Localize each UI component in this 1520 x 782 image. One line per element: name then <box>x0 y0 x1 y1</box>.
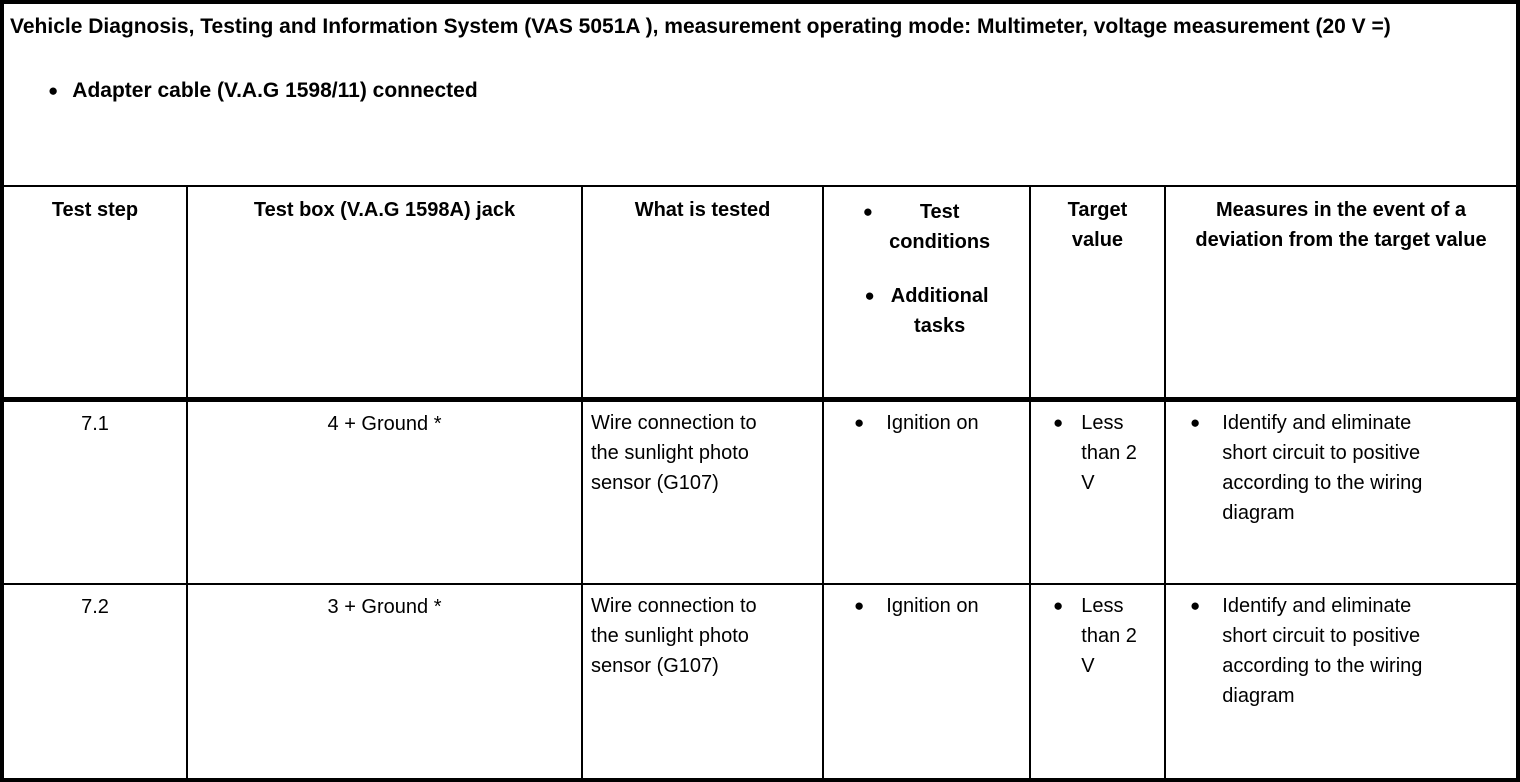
condition-text: Ignition on <box>886 595 979 618</box>
header-measures: Measures in the event of a deviation fro… <box>1164 185 1516 402</box>
bullet-icon: ● <box>1053 596 1064 616</box>
header-what-tested: What is tested <box>581 185 824 402</box>
target-text: Less than 2 V <box>1081 411 1137 494</box>
bullet-icon: ● <box>864 286 875 305</box>
intro-block: Vehicle Diagnosis, Testing and Informati… <box>4 4 1516 185</box>
bullet-icon: ● <box>1190 596 1201 616</box>
cell-conditions: ● Ignition on <box>822 397 1031 586</box>
cell-target-value: ● Less than 2 V <box>1029 583 1166 778</box>
header-test-step-label: Test step <box>51 199 139 221</box>
measure-text: Identify and eliminate short circuit to … <box>1222 411 1423 524</box>
target-item: ● Less than 2 V <box>1031 585 1164 681</box>
what-tested-value: Wire connection to the sunlight photo se… <box>591 595 757 678</box>
measure-item: ● Identify and eliminate short circuit t… <box>1166 585 1516 711</box>
header-what-tested-label: What is tested <box>634 199 771 221</box>
what-tested-value: Wire connection to the sunlight photo se… <box>591 411 757 494</box>
bullet-icon: ● <box>48 81 59 100</box>
target-item: ● Less than 2 V <box>1031 402 1164 498</box>
table-row: 7.1 4 + Ground * Wire connection to the … <box>4 397 1516 586</box>
intro-note-text: Adapter cable (V.A.G 1598/11) connected <box>72 79 478 102</box>
bullet-icon: ● <box>854 596 865 616</box>
measure-text: Identify and eliminate short circuit to … <box>1222 595 1423 708</box>
header-conditions-label: Test conditions <box>889 201 991 253</box>
header-additional-tasks-item: ● Additional tasks <box>824 281 1029 341</box>
test-table: Test step Test box (V.A.G 1598A) jack Wh… <box>4 185 1516 778</box>
header-conditions-item: ● Test conditions <box>824 197 1029 257</box>
cell-test-step: 7.2 <box>4 583 188 778</box>
intro-note: ● Adapter cable (V.A.G 1598/11) connecte… <box>10 76 1510 106</box>
measure-item: ● Identify and eliminate short circuit t… <box>1166 402 1516 528</box>
header-test-box-label: Test box (V.A.G 1598A) jack <box>253 199 516 221</box>
jack-value: 3 + Ground * <box>327 596 442 619</box>
header-target-value: Target value <box>1029 185 1166 402</box>
cell-jack: 3 + Ground * <box>186 583 583 778</box>
condition-text: Ignition on <box>886 411 979 434</box>
cell-what-tested: Wire connection to the sunlight photo se… <box>581 397 824 586</box>
jack-value: 4 + Ground * <box>327 412 442 435</box>
header-test-box: Test box (V.A.G 1598A) jack <box>186 185 583 402</box>
header-target-value-label: Target value <box>1067 199 1128 251</box>
cell-what-tested: Wire connection to the sunlight photo se… <box>581 583 824 778</box>
page-title: Vehicle Diagnosis, Testing and Informati… <box>10 15 1391 38</box>
target-text: Less than 2 V <box>1081 595 1137 678</box>
cell-jack: 4 + Ground * <box>186 397 583 586</box>
bullet-icon: ● <box>862 202 874 221</box>
test-step-value: 7.1 <box>81 412 109 435</box>
bullet-icon: ● <box>1190 412 1201 432</box>
header-conditions: ● Test conditions ● Additional tasks <box>822 185 1031 402</box>
bullet-icon: ● <box>854 412 865 432</box>
cell-conditions: ● Ignition on <box>822 583 1031 778</box>
table-row: 7.2 3 + Ground * Wire connection to the … <box>4 583 1516 778</box>
header-measures-label: Measures in the event of a deviation fro… <box>1195 199 1487 251</box>
condition-item: ● Ignition on <box>824 402 1029 438</box>
header-test-step: Test step <box>4 185 188 402</box>
bullet-icon: ● <box>1053 412 1064 432</box>
test-step-value: 7.2 <box>81 596 109 619</box>
condition-item: ● Ignition on <box>824 585 1029 621</box>
header-additional-tasks-label: Additional tasks <box>890 285 989 337</box>
table-header-row: Test step Test box (V.A.G 1598A) jack Wh… <box>4 185 1516 402</box>
cell-measures: ● Identify and eliminate short circuit t… <box>1164 397 1516 586</box>
cell-measures: ● Identify and eliminate short circuit t… <box>1164 583 1516 778</box>
cell-test-step: 7.1 <box>4 397 188 586</box>
cell-target-value: ● Less than 2 V <box>1029 397 1166 586</box>
